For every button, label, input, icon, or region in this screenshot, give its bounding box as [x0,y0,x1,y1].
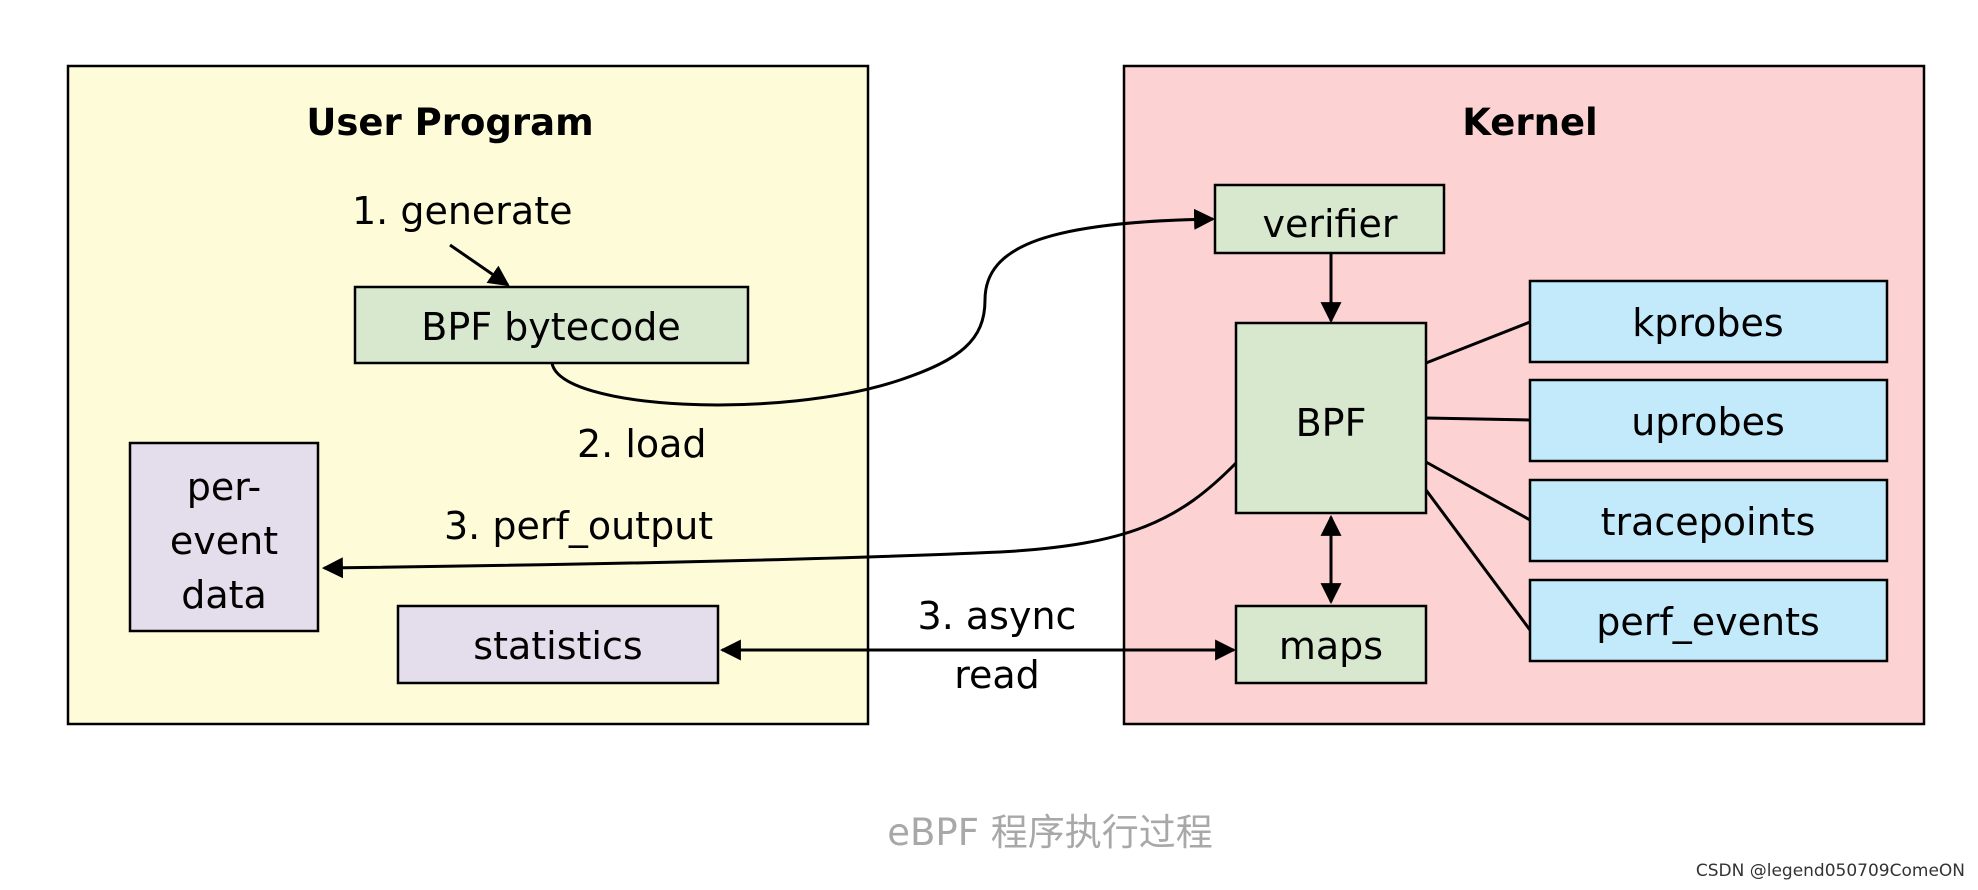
perf-output-arrow [321,461,1238,579]
per-event-data-line-1: per- [187,465,261,509]
verifier-label: verifier [1263,202,1398,246]
csdn-watermark: CSDN @legend050709ComeON [1696,861,1965,881]
bpf-perf-events-link [1424,489,1532,631]
perf-events-label: perf_events [1596,600,1820,644]
bpf-bytecode-box [353,285,750,365]
statistics-box [396,604,720,685]
bpf-tracepoints-link [1425,460,1531,522]
load-label: 2. load [577,422,707,466]
bpf-bytecode-label: BPF bytecode [421,305,680,349]
perf-events-box [1528,578,1889,663]
uprobes-box [1528,378,1889,463]
bpf-kprobes-link [1425,320,1531,365]
kprobes-label: kprobes [1632,301,1783,345]
tracepoints-box [1528,478,1889,563]
bpf-label: BPF [1296,401,1367,445]
per-event-data-box [128,441,320,633]
per-event-data-line-2: event [170,519,278,563]
bpf-box [1234,321,1428,515]
generate-arrow [449,243,510,287]
statistics-label: statistics [473,624,642,668]
kprobes-box [1528,279,1889,364]
tracepoints-label: tracepoints [1601,500,1816,544]
async-read-label-line-1: 3. async [918,594,1077,638]
figure-caption: eBPF 程序执行过程 [887,811,1213,854]
maps-label: maps [1279,624,1383,668]
per-event-data-line-3: data [181,573,267,617]
bpf-uprobes-link [1425,416,1531,422]
perf-output-label: 3. perf_output [444,504,713,548]
kernel-title: Kernel [1462,101,1597,144]
user-program-title: User Program [306,101,593,144]
uprobes-label: uprobes [1631,400,1785,444]
async-read-label-line-2: read [954,653,1040,697]
load-arrow [550,208,1216,407]
generate-label: 1. generate [352,189,573,233]
